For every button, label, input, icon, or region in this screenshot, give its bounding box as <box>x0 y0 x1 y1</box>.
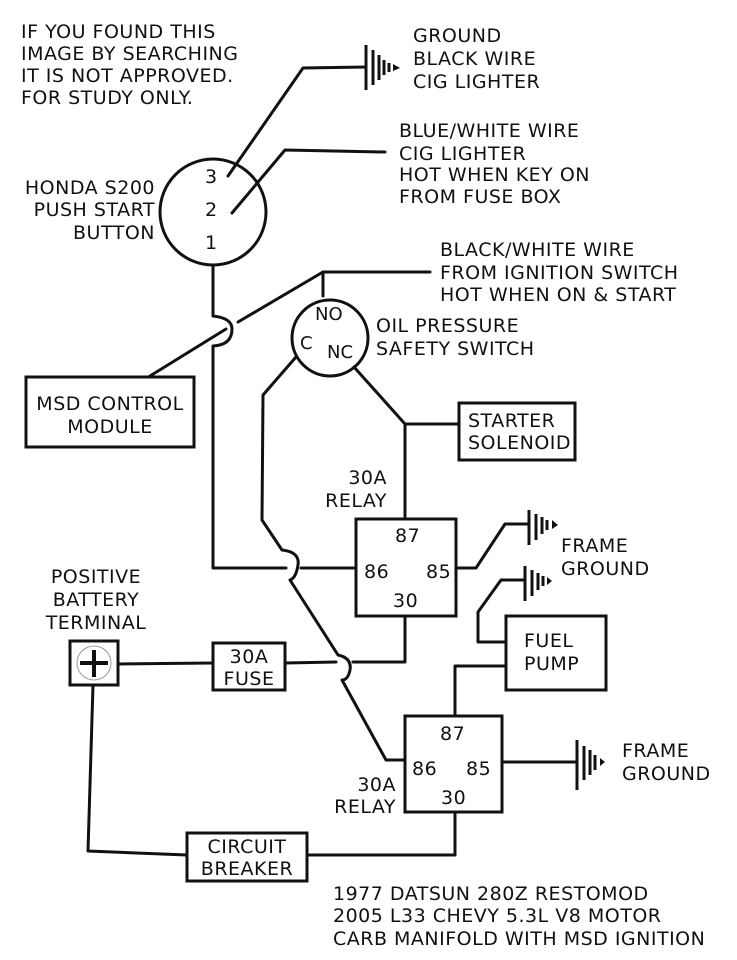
svg-text:RELAY: RELAY <box>325 490 387 512</box>
svg-text:FROM FUSE BOX: FROM FUSE BOX <box>399 186 561 208</box>
push-button-label: HONDA S200 <box>25 177 155 199</box>
svg-text:30A: 30A <box>357 774 396 796</box>
battery-terminal: POSITIVE BATTERY TERMINAL <box>45 566 147 687</box>
svg-text:HOT WHEN KEY ON: HOT WHEN KEY ON <box>399 164 590 186</box>
svg-text:1977 DATSUN 280Z RESTOMOD: 1977 DATSUN 280Z RESTOMOD <box>333 883 649 905</box>
fuel-pump: FUEL PUMP <box>504 614 608 692</box>
disclaimer-line: FOR STUDY ONLY. <box>21 87 193 109</box>
starter-solenoid: STARTER SOLENOID <box>457 401 577 462</box>
vehicle-info-footer: 1977 DATSUN 280Z RESTOMOD 2005 L33 CHEVY… <box>333 883 705 950</box>
svg-text:FUSE: FUSE <box>224 668 275 690</box>
frame-ground-label-2: FRAME GROUND <box>622 740 711 785</box>
svg-text:GROUND: GROUND <box>561 558 650 580</box>
svg-text:STARTER: STARTER <box>468 410 555 432</box>
ground-symbol-frame-2 <box>575 740 605 790</box>
blue-white-wire-label: BLUE/WHITE WIRE CIG LIGHTER HOT WHEN KEY… <box>399 120 590 208</box>
disclaimer-line: IT IS NOT APPROVED. <box>21 65 234 87</box>
svg-text:MSD CONTROL: MSD CONTROL <box>36 393 183 415</box>
svg-text:FRAME: FRAME <box>622 740 689 762</box>
svg-text:BLACK WIRE: BLACK WIRE <box>413 48 536 70</box>
svg-text:RELAY: RELAY <box>334 796 396 818</box>
svg-text:CIG LIGHTER: CIG LIGHTER <box>399 143 526 165</box>
ground-symbol-fuel-pump <box>523 566 552 601</box>
ground-symbol-frame-1 <box>527 510 558 545</box>
svg-text:30A: 30A <box>230 646 269 668</box>
wire-oil-nc-starter <box>352 365 460 426</box>
svg-text:BLACK/WHITE WIRE: BLACK/WHITE WIRE <box>440 239 635 261</box>
black-white-wire-label: BLACK/WHITE WIRE FROM IGNITION SWITCH HO… <box>440 239 679 306</box>
frame-ground-label-1: FRAME GROUND <box>561 535 650 580</box>
svg-text:87: 87 <box>395 525 420 547</box>
svg-text:FROM IGNITION SWITCH: FROM IGNITION SWITCH <box>440 262 679 284</box>
svg-text:GROUND: GROUND <box>622 763 711 785</box>
push-start-button: 3 2 1 HONDA S200 PUSH START BUTTON <box>25 157 268 267</box>
svg-text:C: C <box>300 333 313 354</box>
push-button-label: PUSH START <box>34 199 155 221</box>
svg-text:HOT WHEN ON & START: HOT WHEN ON & START <box>440 284 676 306</box>
svg-text:POSITIVE: POSITIVE <box>51 566 141 588</box>
svg-text:86: 86 <box>364 561 389 583</box>
circuit-breaker: CIRCUIT BREAKER <box>185 831 309 883</box>
msd-control-module: MSD CONTROL MODULE <box>24 375 196 449</box>
svg-text:BATTERY: BATTERY <box>53 589 140 611</box>
pin-1-label: 1 <box>205 232 218 254</box>
svg-text:2005 L33 CHEVY 5.3L V8 MOTOR: 2005 L33 CHEVY 5.3L V8 MOTOR <box>333 905 661 927</box>
wire-breaker-relay2-30 <box>306 810 457 857</box>
svg-text:85: 85 <box>426 561 451 583</box>
svg-text:SAFETY SWITCH: SAFETY SWITCH <box>376 338 535 360</box>
relay-2: 87 86 85 30 30A RELAY <box>334 714 504 818</box>
svg-text:GROUND: GROUND <box>413 25 502 47</box>
svg-text:CIRCUIT: CIRCUIT <box>207 836 286 858</box>
svg-text:PUMP: PUMP <box>524 653 579 675</box>
wire-fuel-pump-relay2-87 <box>453 664 507 717</box>
svg-text:BREAKER: BREAKER <box>201 858 293 880</box>
svg-text:NC: NC <box>327 342 353 363</box>
svg-text:NO: NO <box>315 304 343 325</box>
oil-pressure-switch: NO C NC OIL PRESSURE SAFETY SWITCH <box>290 298 535 378</box>
wire-msd-module <box>148 327 228 378</box>
wire-battery-fuse <box>116 661 215 666</box>
wire-oil-c-to-relay2-86 <box>260 355 407 762</box>
svg-text:30: 30 <box>393 590 418 612</box>
wire-relay1-30 <box>351 614 407 664</box>
wire-pin1-to-relay1-86 <box>211 263 288 570</box>
wire-fuel-pump-ground <box>476 578 526 644</box>
pin-2-label: 2 <box>205 199 218 221</box>
svg-text:OIL PRESSURE: OIL PRESSURE <box>376 315 519 337</box>
fuse-30a: 30A FUSE <box>211 641 287 692</box>
svg-text:85: 85 <box>466 758 491 780</box>
push-button-label: BUTTON <box>73 222 155 244</box>
svg-text:86: 86 <box>412 758 437 780</box>
disclaimer-note: IF YOU FOUND THIS IMAGE BY SEARCHING IT … <box>21 21 238 109</box>
wire-fuse-relay1-30 <box>283 660 338 665</box>
svg-text:MODULE: MODULE <box>67 416 152 438</box>
wire-relay1-85-ground <box>455 522 530 570</box>
wire-battery-breaker <box>86 683 189 857</box>
svg-text:30A: 30A <box>348 467 387 489</box>
relay-1: 87 86 85 30 30A RELAY <box>325 467 458 618</box>
disclaimer-line: IMAGE BY SEARCHING <box>21 43 238 65</box>
svg-text:30: 30 <box>441 787 466 809</box>
svg-text:SOLENOID: SOLENOID <box>468 432 571 454</box>
wire-pin2-blue-white <box>230 148 387 215</box>
svg-text:BLUE/WHITE WIRE: BLUE/WHITE WIRE <box>399 120 579 142</box>
ground-wire-label: GROUND BLACK WIRE CIG LIGHTER <box>413 25 540 93</box>
wire-pin3-ground <box>226 65 368 178</box>
ground-symbol-cig <box>364 45 400 90</box>
svg-text:FRAME: FRAME <box>561 535 628 557</box>
svg-text:FUEL: FUEL <box>524 630 573 652</box>
svg-text:CARB MANIFOLD WITH MSD IGNITIO: CARB MANIFOLD WITH MSD IGNITION <box>333 928 705 950</box>
pin-3-label: 3 <box>205 166 218 188</box>
svg-text:TERMINAL: TERMINAL <box>45 612 147 634</box>
svg-text:CIG LIGHTER: CIG LIGHTER <box>413 71 540 93</box>
disclaimer-line: IF YOU FOUND THIS <box>21 21 216 43</box>
svg-text:87: 87 <box>440 723 465 745</box>
